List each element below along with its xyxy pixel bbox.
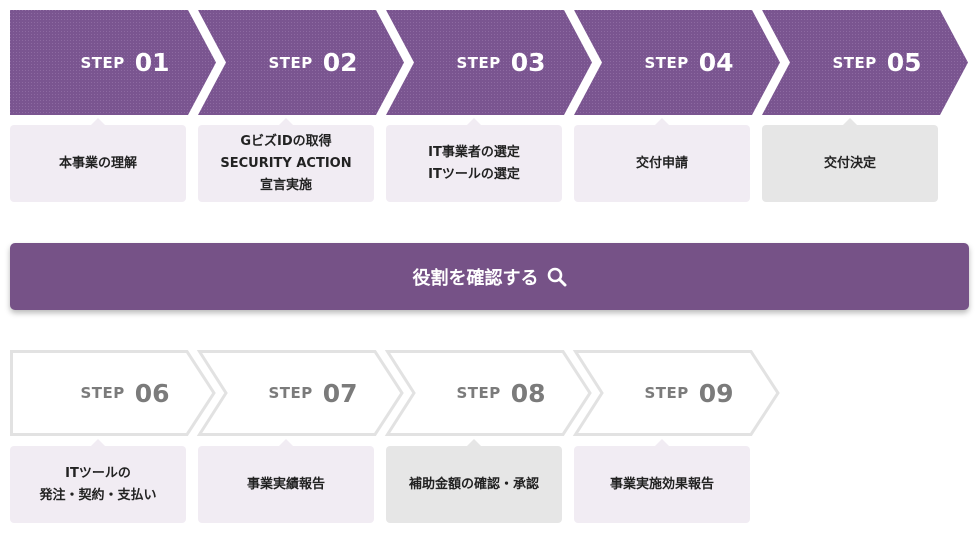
step-01-card[interactable]: 本事業の理解 [10,118,186,202]
step-03-arrow[interactable]: STEP 03 [386,10,602,115]
step-07-label: STEP 07 [198,350,398,436]
step-06-label: STEP 06 [10,350,210,436]
arrow-shape [198,10,404,115]
step-05-card[interactable]: 交付決定 [762,118,938,202]
step-06-description: ITツールの 発注・契約・支払い [39,465,157,503]
step-07: STEP 07 事業実績報告 [196,350,414,533]
step-03-card[interactable]: IT事業者の選定 ITツールの選定 [386,118,562,202]
step-08-label: STEP 08 [386,350,586,436]
step-02-arrow[interactable]: STEP 02 [198,10,414,115]
step-08-description: 補助金額の確認・承認 [408,476,539,492]
step-04: STEP 04 交付申請 [574,10,790,205]
step-02-card[interactable]: GビズIDの取得 SECURITY ACTION 宣言実施 [198,118,374,202]
step-01-description: 本事業の理解 [58,155,137,171]
arrow-shape [386,10,592,115]
step-number: 01 [134,48,170,77]
step-06-card[interactable]: ITツールの 発注・契約・支払い [10,439,186,523]
step-02-description: GビズIDの取得 SECURITY ACTION 宣言実施 [220,133,352,193]
arrow-shape [384,350,592,436]
arrow-shape [572,350,780,436]
step-09-label: STEP 09 [574,350,774,436]
step-number: 06 [134,378,170,408]
step-07-description: 事業実績報告 [246,476,325,492]
step-01-arrow[interactable]: STEP 01 [10,10,226,115]
step-word: STEP [80,53,125,72]
step-06-arrow[interactable]: STEP 06 [10,350,226,436]
step-06: STEP 06 ITツールの 発注・契約・支払い [10,350,226,533]
step-09-description: 事業実施効果報告 [609,476,714,492]
step-number: 09 [698,378,734,408]
step-04-card[interactable]: 交付申請 [574,118,750,202]
step-09-card[interactable]: 事業実施効果報告 [574,439,750,523]
step-word: STEP [456,53,501,72]
step-01-label: STEP 01 [10,10,210,115]
step-05: STEP 05 交付決定 [762,10,978,205]
arrow-shape [762,10,968,115]
step-word: STEP [644,53,689,72]
step-word: STEP [80,384,125,402]
step-number: 05 [886,48,922,77]
step-08: STEP 08 補助金額の確認・承認 [384,350,602,533]
step-05-description: 交付決定 [823,155,876,171]
search-icon [547,267,567,287]
arrow-shape [574,10,780,115]
step-04-label: STEP 04 [574,10,774,115]
step-02: STEP 02 GビズIDの取得 SECURITY ACTION 宣言実施 [198,10,414,205]
step-04-description: 交付申請 [635,155,688,171]
step-02-label: STEP 02 [198,10,398,115]
process-steps-top: STEP 01 本事業の理解 STEP 02 GビズIDの取得 SECURITY… [0,0,980,205]
step-number: 08 [510,378,546,408]
arrow-shape [10,350,216,436]
step-number: 07 [322,378,358,408]
step-number: 04 [698,48,734,77]
step-03-label: STEP 03 [386,10,586,115]
arrow-shape [196,350,404,436]
step-03-description: IT事業者の選定 ITツールの選定 [428,144,520,182]
step-word: STEP [268,384,313,402]
step-07-arrow[interactable]: STEP 07 [196,350,414,436]
step-03: STEP 03 IT事業者の選定 ITツールの選定 [386,10,602,205]
process-steps-bottom: STEP 06 ITツールの 発注・契約・支払い STEP 07 事業実績報告 [0,350,980,533]
step-08-card[interactable]: 補助金額の確認・承認 [386,439,562,523]
check-roles-label: 役割を確認する [412,267,539,289]
step-04-arrow[interactable]: STEP 04 [574,10,790,115]
check-roles-button[interactable]: 役割を確認する [10,243,969,310]
step-07-card[interactable]: 事業実績報告 [198,439,374,523]
step-number: 03 [510,48,546,77]
step-09-arrow[interactable]: STEP 09 [572,350,790,436]
step-word: STEP [268,53,313,72]
step-word: STEP [456,384,501,402]
arrow-shape [10,10,216,115]
step-08-arrow[interactable]: STEP 08 [384,350,602,436]
step-05-arrow[interactable]: STEP 05 [762,10,978,115]
step-09: STEP 09 事業実施効果報告 [572,350,790,533]
step-word: STEP [644,384,689,402]
step-01: STEP 01 本事業の理解 [10,10,226,205]
step-05-label: STEP 05 [762,10,962,115]
step-number: 02 [322,48,358,77]
step-word: STEP [832,53,877,72]
